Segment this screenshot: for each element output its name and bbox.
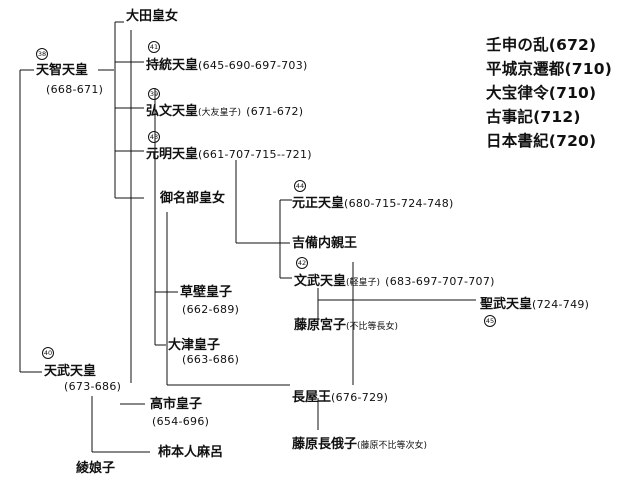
reign-number-shomu: 45 [484, 315, 496, 327]
person-kobun: 弘文天皇(大友皇子) (671-672) [146, 102, 303, 118]
person-takechi-name: 高市皇子 [150, 397, 203, 412]
person-monmu-years: (683-697-707-707) [385, 275, 495, 288]
person-nagako-note: (藤原不比等次女) [357, 441, 428, 451]
person-nagaya-years: (676-729) [331, 391, 389, 404]
person-shomu: 聖武天皇(724-749) [480, 295, 589, 311]
person-monmu: 文武天皇(軽皇子) (683-697-707-707) [294, 272, 495, 288]
event-kojiki: 古事記(712) [486, 108, 581, 126]
person-genmei-years: (661-707-715--721) [198, 148, 312, 161]
person-monmu-name: 文武天皇 [294, 274, 347, 289]
person-genmei: 元明天皇(661-707-715--721) [146, 145, 312, 161]
person-genmei-name: 元明天皇 [146, 147, 199, 162]
person-jito: 持統天皇(645-690-697-703) [146, 56, 308, 72]
event-nihon-shoki: 日本書紀(720) [486, 132, 597, 150]
person-kobun-note: (大友皇子) [198, 108, 242, 118]
person-kusakabe-years: (662-689) [182, 303, 240, 316]
person-otsu-years: (663-686) [182, 353, 240, 366]
person-gensho-name: 元正天皇 [292, 196, 345, 211]
person-takechi-years: (654-696) [152, 415, 210, 428]
person-miyako-note: (不比等長女) [346, 322, 399, 332]
person-gensho-years: (680-715-724-748) [344, 197, 454, 210]
person-shomu-name: 聖武天皇 [480, 297, 533, 312]
person-nagako: 藤原長俄子(藤原不比等次女) [292, 435, 427, 451]
reign-number-jito: 41 [148, 41, 160, 53]
person-tenji-name: 天智天皇 [36, 63, 89, 78]
person-shomu-years: (724-749) [532, 298, 590, 311]
person-minabe-name: 御名部皇女 [160, 191, 226, 206]
event-jinshin-war: 壬申の乱(672) [486, 36, 597, 54]
person-kusakabe-name: 草壁皇子 [180, 285, 233, 300]
person-otsu-name: 大津皇子 [168, 338, 221, 353]
person-kibi-name: 吉備内親王 [292, 236, 358, 251]
person-kobun-years: (671-672) [246, 105, 304, 118]
event-taiho-code: 大宝律令(710) [486, 84, 597, 102]
person-jito-years: (645-690-697-703) [198, 59, 308, 72]
reign-number-kobun: 39 [148, 88, 160, 100]
person-jito-name: 持統天皇 [146, 58, 199, 73]
reign-number-gensho: 44 [294, 180, 306, 192]
person-nagaya-name: 長屋王 [292, 390, 332, 405]
reign-number-genmei: 43 [148, 131, 160, 143]
person-ayame-name: 綾娘子 [76, 461, 116, 476]
person-nagaya: 長屋王(676-729) [292, 388, 388, 404]
person-tenmu-years: (673-686) [64, 380, 122, 393]
person-kobun-name: 弘文天皇 [146, 104, 199, 119]
reign-number-tenmu: 40 [42, 347, 54, 359]
person-nagako-name: 藤原長俄子 [292, 437, 358, 452]
person-kakinomoto-name: 柿本人麻呂 [158, 445, 224, 460]
reign-number-tenji: 38 [36, 48, 48, 60]
reign-number-monmu: 42 [296, 257, 308, 269]
event-heijo-capital: 平城京遷都(710) [486, 60, 613, 78]
person-ota-name: 大田皇女 [126, 9, 179, 24]
person-tenji-years: (668-671) [46, 83, 104, 96]
person-miyako: 藤原宮子(不比等長女) [294, 316, 398, 332]
person-gensho: 元正天皇(680-715-724-748) [292, 194, 454, 210]
person-monmu-note: (軽皇子) [346, 278, 381, 288]
person-tenmu-name: 天武天皇 [44, 364, 97, 379]
person-miyako-name: 藤原宮子 [294, 318, 347, 333]
